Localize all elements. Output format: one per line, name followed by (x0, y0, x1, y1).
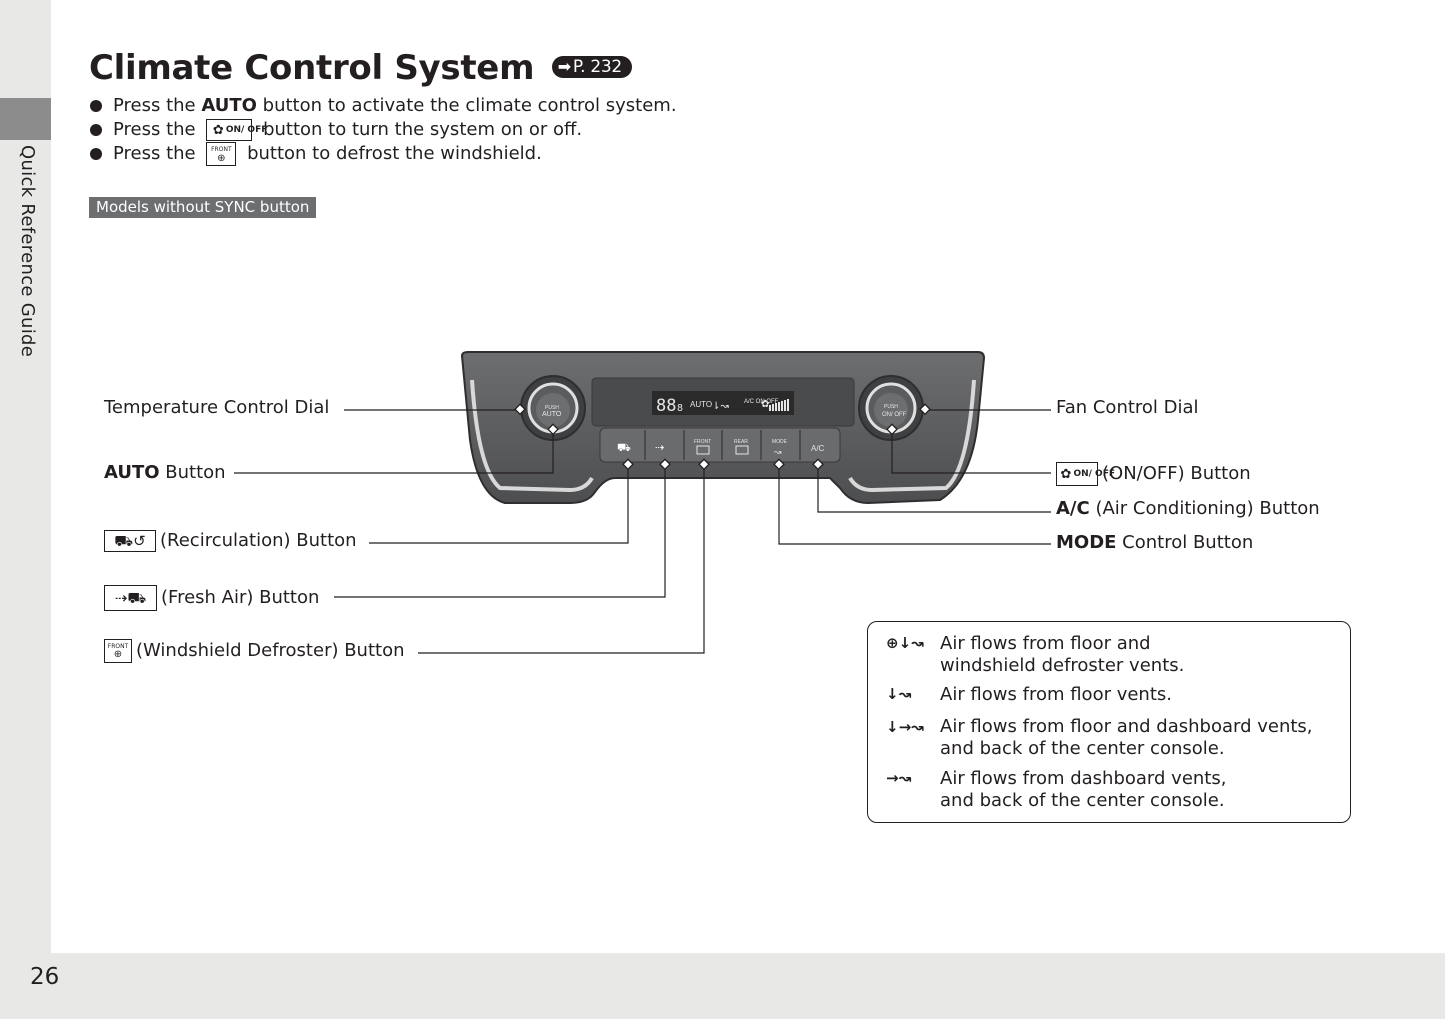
callout-endpoints (514, 403, 931, 471)
fan-dial-center (874, 393, 908, 427)
display-fan-bars (769, 399, 789, 411)
instruction-text: button to activate the climate control s… (256, 95, 677, 116)
bullet-icon (90, 124, 102, 136)
legend-item: Air flows from floor and dashboard vents… (940, 716, 1313, 760)
label-auto-rest: Button (159, 462, 226, 483)
display-small-digit: 8 (677, 403, 683, 414)
display-auto: AUTO (690, 400, 712, 409)
dash-icon: →↝ (886, 769, 912, 787)
floor-icon: ↓↝ (886, 685, 912, 703)
temperature-dial-auto: AUTO (542, 411, 562, 418)
label-mode-button: MODE Control Button (1056, 532, 1253, 554)
label-fresh-air-text: (Fresh Air) Button (161, 587, 320, 608)
legend-line: windshield defroster vents. (940, 655, 1185, 676)
models-tag: Models without SYNC button (89, 197, 317, 218)
panel-rear-defrost-glyph (735, 445, 749, 455)
display-digits: 88 (656, 396, 676, 416)
side-strip (0, 0, 51, 1019)
panel-mode-glyph: ↝ (773, 448, 782, 458)
instruction-text: Press the (113, 95, 202, 116)
label-ac-button: A/C (Air Conditioning) Button (1056, 498, 1320, 520)
panel-trim-left (470, 379, 594, 493)
label-defroster-text: (Windshield Defroster) Button (136, 640, 405, 661)
label-auto-bold: AUTO (104, 462, 160, 483)
label-recirculation-text: (Recirculation) Button (160, 530, 357, 551)
page-number: 26 (30, 964, 60, 990)
legend-item: Air flows from dashboard vents, and back… (940, 768, 1226, 812)
panel-button-row (599, 427, 841, 463)
recirculation-icon: ⛟↺ (104, 530, 156, 552)
defrost-floor-icon: ⊕↓↝ (886, 634, 924, 652)
instruction-text: Press the (113, 143, 202, 164)
label-mode-rest: Control Button (1116, 532, 1254, 553)
page-reference-link[interactable]: ➡ P. 232 (551, 55, 632, 78)
legend-line: and back of the center console. (940, 790, 1225, 811)
page-title-text: Climate Control System (89, 48, 535, 88)
display-airflow-icon: ⇂↝ (712, 401, 729, 412)
on-off-icon: ✿ON/ OFF (1056, 462, 1116, 486)
label-auto-button: AUTO Button (104, 462, 226, 484)
fan-dial-on-off: ON/ OFF (882, 412, 907, 418)
label-fresh-air-button: ⇢⛟(Fresh Air) Button (104, 585, 319, 611)
fresh-air-icon: ⇢⛟ (104, 585, 157, 611)
bullet-icon (90, 100, 102, 112)
legend-item: Air flows from floor vents. (940, 684, 1172, 706)
front-defrost-icon: FRONT ⊕ (206, 142, 237, 166)
panel-front-defrost-glyph (696, 445, 710, 455)
legend-line: Air flows from floor and (940, 633, 1151, 654)
legend-line: Air flows from floor vents. (940, 684, 1172, 705)
label-recirculation-button: ⛟↺(Recirculation) Button (104, 530, 357, 552)
footer-strip (0, 953, 1445, 1019)
legend-line: Air flows from floor and dashboard vents… (940, 716, 1313, 737)
instruction-bold-text: AUTO (201, 95, 257, 116)
label-ac-bold: A/C (1056, 498, 1090, 519)
page-title: Climate Control System ➡ P. 232 (89, 48, 632, 88)
instruction-text: button to turn the system on or off. (257, 119, 583, 140)
temperature-dial-push: PUSH (545, 405, 559, 411)
label-fan-dial: Fan Control Dial (1056, 397, 1199, 418)
instruction-item: Press the FRONT ⊕ button to defrost the … (90, 142, 677, 166)
arrow-right-icon: ➡ (557, 57, 571, 76)
panel-btn-mode: MODE (772, 439, 788, 445)
section-tab-marker (0, 98, 51, 140)
floor-dash-icon: ↓→↝ (886, 718, 924, 736)
instruction-text: Press the (113, 119, 202, 140)
label-on-off-text: (ON/OFF) Button (1102, 463, 1251, 484)
panel-fresh-air-icon: ⇢ (655, 441, 664, 454)
label-temperature-dial: Temperature Control Dial (104, 397, 330, 418)
instruction-item: Press the ✿ ON/ OFF button to turn the s… (90, 118, 677, 142)
defrost-icon-text: FRONT (107, 642, 129, 650)
display-fan-icon: ✿ (761, 399, 769, 410)
bullet-icon (90, 148, 102, 160)
instruction-list: Press the AUTO button to activate the cl… (90, 94, 677, 166)
panel-recirc-icon: ⛟ (617, 441, 631, 454)
panel-button-dividers (644, 430, 801, 460)
legend-line: and back of the center console. (940, 738, 1225, 759)
airflow-legend: ⊕↓↝ Air flows from floor and windshield … (867, 621, 1351, 823)
callout-lines (234, 409, 1051, 654)
label-ac-rest: (Air Conditioning) Button (1089, 498, 1320, 519)
page-reference-label: P. 232 (572, 56, 622, 77)
label-defroster-button: FRONT⊕ (Windshield Defroster) Button (104, 639, 405, 663)
label-on-off-button: ✿ON/ OFF (ON/OFF) Button (1056, 462, 1251, 486)
legend-item: Air flows from floor and windshield defr… (940, 633, 1184, 677)
instruction-text: button to defrost the windshield. (241, 143, 542, 164)
display-ac-on-off: A/C ON OFF (744, 399, 779, 405)
front-defrost-icon-text: FRONT (211, 146, 232, 153)
fan-dial-push: PUSH (884, 404, 898, 410)
panel-btn-rear: REAR (734, 439, 748, 445)
panel-trim-right (848, 379, 976, 493)
label-mode-bold: MODE (1056, 532, 1117, 553)
front-defrost-icon: FRONT⊕ (104, 639, 132, 663)
instruction-item: Press the AUTO button to activate the cl… (90, 94, 677, 118)
temperature-dial-center (536, 393, 570, 427)
on-off-button-icon: ✿ ON/ OFF (206, 119, 267, 141)
panel-btn-front: FRONT (694, 439, 711, 445)
on-off-icon-text: ON/ OFF (1073, 468, 1116, 479)
legend-line: Air flows from dashboard vents, (940, 768, 1227, 789)
panel-btn-ac: A/C (811, 444, 825, 453)
